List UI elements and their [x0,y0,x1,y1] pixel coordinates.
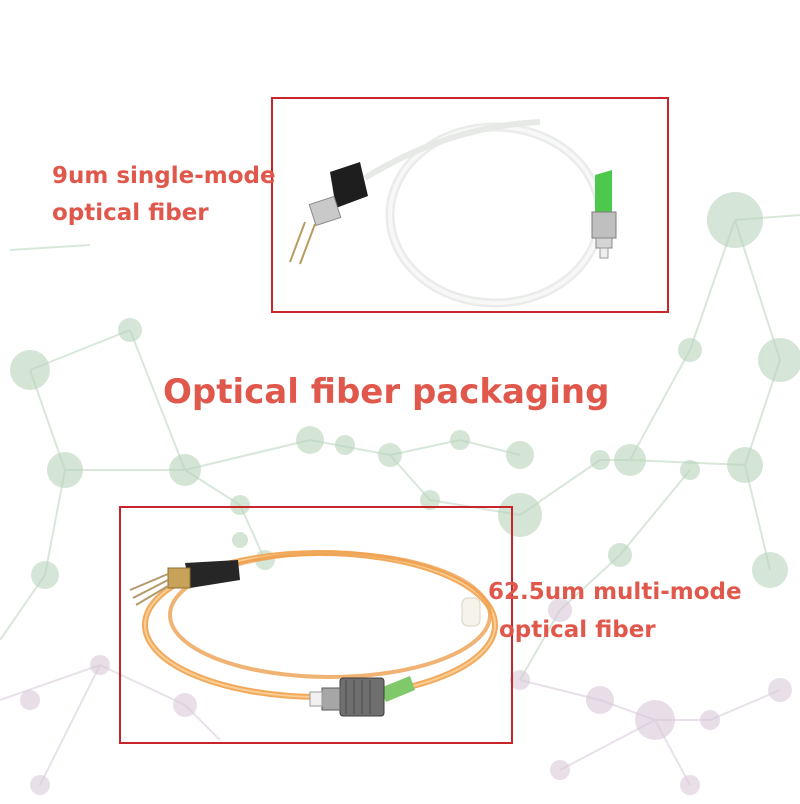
multi-mode-label-line2: optical fiber [499,617,656,643]
single-mode-label-line2: optical fiber [52,200,209,226]
multi-mode-diode-pin [129,573,169,591]
single-mode-fiber-photo [275,99,668,312]
multi-mode-fiber-photo [129,550,498,717]
multi-mode-diode-can [167,567,191,589]
single-mode-label-line1: 9um single-mode [52,163,276,189]
network-nodes [10,192,800,795]
multi-mode-diode-boot [185,560,240,588]
multi-mode-connector-boot [380,676,415,702]
multi-mode-frame [119,506,513,744]
single-mode-connector-boot [595,170,612,212]
single-mode-connector-nut [591,211,617,239]
multi-mode-fiber-sleeve [461,597,481,627]
single-mode-diode-can [308,195,342,227]
multi-mode-label-line1: 62.5um multi-mode [488,579,742,605]
single-mode-fiber-lead [363,119,541,181]
single-mode-diode-boot [330,162,368,208]
multi-mode-connector-ferrule [309,691,323,707]
single-mode-diode-pin [289,221,306,263]
page-title: Optical fiber packaging [163,372,610,412]
single-mode-frame [271,97,669,313]
